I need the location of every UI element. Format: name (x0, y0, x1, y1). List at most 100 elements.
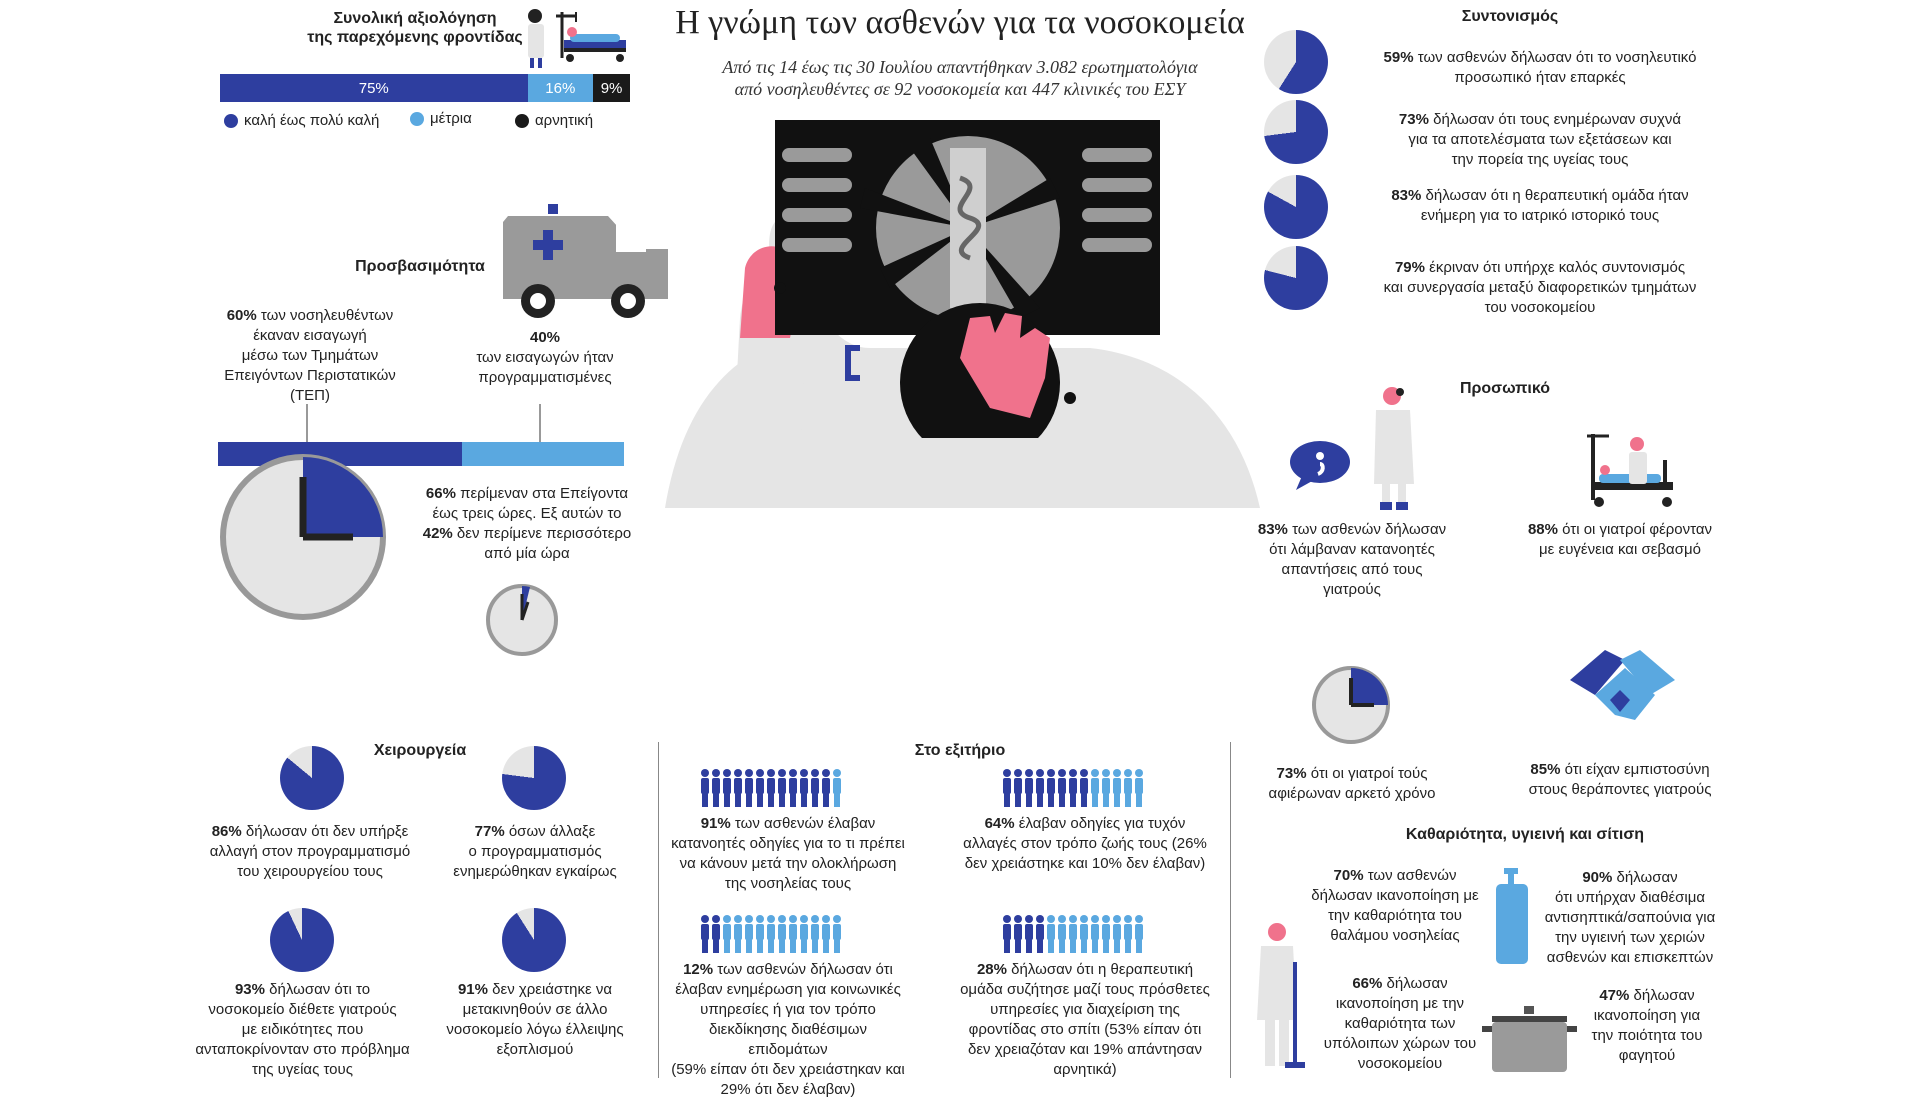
text-fragment: δήλωσαν (1382, 975, 1448, 992)
text-line: Επειγόντων Περιστατικών (224, 367, 396, 384)
person-icon (1102, 769, 1110, 807)
hospital-bed-icon (1587, 434, 1673, 507)
people-svg (1003, 915, 1143, 953)
person-icon (1257, 923, 1305, 1068)
person-icon (789, 915, 797, 953)
text-line: 91% δεν χρειάστηκε να (435, 980, 635, 1000)
text-fragment: ότι είχαν εμπιστοσύνη (1560, 761, 1710, 778)
legend-dot (515, 114, 529, 129)
text-line: δήλωσαν ικανοποίηση με (1311, 887, 1479, 904)
text-line: κατανοητές οδηγίες για το τι πρέπει (671, 835, 905, 852)
legend-item-average: μέτρια (410, 110, 472, 127)
person-icon (833, 769, 841, 807)
bar-segment-planned (461, 442, 624, 466)
hygiene-text-2: 90% δήλωσαν ότι υπήρχαν διαθέσιμα αντιση… (1540, 868, 1720, 968)
text-line: από μία ώρα (484, 545, 570, 562)
text-line: 88% ότι οι γιατροί φέρονταν (1520, 520, 1720, 540)
text-line: 85% ότι είχαν εμπιστοσύνη (1520, 760, 1720, 780)
coordination-pie-4 (1264, 246, 1328, 310)
text-line: νοσοκομείο διέθετε γιατρούς (208, 1001, 397, 1018)
text-line: ο προγραμματισμός (468, 843, 602, 860)
hospital-bed-icon (528, 9, 626, 68)
text-fragment: περίμεναν στα Επείγοντα (455, 485, 629, 502)
text-line: με ευγένεια και σεβασμό (1539, 541, 1701, 558)
text-line: δεν χρειαζόταν και 19% απάντησαν (968, 1041, 1202, 1058)
cooking-pot-icon (1482, 1006, 1577, 1072)
person-icon (800, 769, 808, 807)
text-fragment: δήλωσαν (1612, 869, 1678, 886)
text-fragment: όσων άλλαξε (504, 823, 596, 840)
text-line: έλαβαν ενημέρωση για κοινωνικές (675, 981, 901, 998)
text-line: εξοπλισμού (496, 1041, 574, 1058)
text-line: 29% ότι δεν έλαβαν) (720, 1081, 856, 1098)
text-line: ενημερώθηκαν εγκαίρως (453, 863, 617, 880)
person-icon (745, 915, 753, 953)
percent-value: 90% (1582, 869, 1613, 886)
pointer-line (539, 404, 541, 442)
text-line: ομάδα συζήτησε μαζί τους πρόσθετες (960, 981, 1210, 998)
text-fragment: δήλωσαν ότι η θεραπευτική ομάδα ήταν (1421, 187, 1689, 204)
person-icon (1003, 915, 1011, 953)
staff-text-4: 85% ότι είχαν εμπιστοσύνη στους θεράποντ… (1520, 760, 1720, 800)
ambulance-icon (503, 204, 668, 318)
pointer-line (306, 404, 308, 442)
text-line: 77% όσων άλλαξε (440, 822, 630, 842)
coordination-text-2: 73% δήλωσαν ότι τους ενημέρωναν συχνά γι… (1350, 110, 1730, 170)
text-fragment: δήλωσαν (1629, 987, 1695, 1004)
surgery-title: Χειρουργεία (373, 742, 467, 759)
text-line: 73% δήλωσαν ότι τους ενημέρωναν συχνά (1350, 110, 1730, 130)
admission-bar (218, 442, 624, 466)
page-title: Η γνώμη των ασθενών για τα νοσοκομεία (675, 4, 1245, 41)
person-icon (767, 769, 775, 807)
people-pictogram-4 (1002, 914, 1145, 954)
text-fragment: δεν περίμενε περισσότερο (452, 525, 632, 542)
divider (1230, 742, 1231, 1078)
person-icon (778, 915, 786, 953)
coordination-text-4: 79% έκριναν ότι υπήρχε καλός συντονισμός… (1350, 258, 1730, 318)
person-icon (745, 769, 753, 807)
staff-text-1: 83% των ασθενών δήλωσαν ότι λάμβαναν κατ… (1252, 520, 1452, 600)
person-icon (1135, 915, 1143, 953)
person-icon (723, 915, 731, 953)
text-fragment: ότι οι γιατροί τούς (1306, 765, 1428, 782)
text-fragment: των ασθενών έλαβαν (730, 815, 876, 832)
text-line: την πορεία της υγείας τους (1451, 151, 1629, 168)
discharge-title: Στο εξιτήριο (914, 742, 1006, 759)
text-line: ενήμερη για το ιατρικό ιστορικό τους (1420, 207, 1660, 224)
text-line: αλλαγές στον τρόπο ζωής τους (26% (963, 835, 1207, 852)
text-line: διεκδίκησης διαθέσιμων επιδομάτων (708, 1021, 868, 1058)
text-fragment: δήλωσαν ότι δεν υπήρξε (241, 823, 409, 840)
pie-chart (280, 746, 344, 810)
person-icon (1135, 769, 1143, 807)
person-icon (1091, 769, 1099, 807)
text-line: γιατρούς (1323, 581, 1381, 598)
percent-value: 47% (1599, 987, 1630, 1004)
text-line: ικανοποίηση για (1593, 1007, 1701, 1024)
text-line: 47% δήλωσαν (1572, 986, 1722, 1006)
text-line: θαλάμου νοσηλείας (1330, 927, 1460, 944)
percent-value: 85% (1530, 761, 1561, 778)
person-icon (1036, 769, 1044, 807)
text-line: ανταποκρίνονταν στο πρόβλημα (195, 1041, 410, 1058)
percent-value: 12% (683, 961, 714, 978)
hygiene-text-4: 47% δήλωσαν ικανοποίηση για την ποιότητα… (1572, 986, 1722, 1066)
person-icon (1025, 915, 1033, 953)
person-icon (1113, 915, 1121, 953)
person-icon (756, 915, 764, 953)
text-fragment: δήλωσαν ότι το (264, 981, 371, 998)
coordination-text-1: 59% των ασθενών δήλωσαν ότι το νοσηλευτι… (1350, 48, 1730, 88)
person-icon (833, 915, 841, 953)
text-line: για τα αποτελέσματα των εξετάσεων και (1408, 131, 1672, 148)
percent-value: 83% (1391, 187, 1422, 204)
person-icon (1069, 769, 1077, 807)
text-line: 86% δήλωσαν ότι δεν υπήρξε (200, 822, 420, 842)
hygiene-text-1: 70% των ασθενών δήλωσαν ικανοποίηση με τ… (1300, 866, 1490, 946)
text-line: υπηρεσίες για διαχείριση της (990, 1001, 1180, 1018)
text-fragment: δήλωσαν ότι τους ενημέρωναν συχνά (1428, 111, 1682, 128)
text-line: μέσω των Τμημάτων (241, 347, 379, 364)
text-line: 83% δήλωσαν ότι η θεραπευτική ομάδα ήταν (1350, 186, 1730, 206)
percent-value: 64% (984, 815, 1015, 832)
overall-rating-bar: 75% 16% 9% (220, 74, 630, 102)
percent-value: 86% (211, 823, 242, 840)
coordination-pie-2 (1264, 100, 1328, 164)
